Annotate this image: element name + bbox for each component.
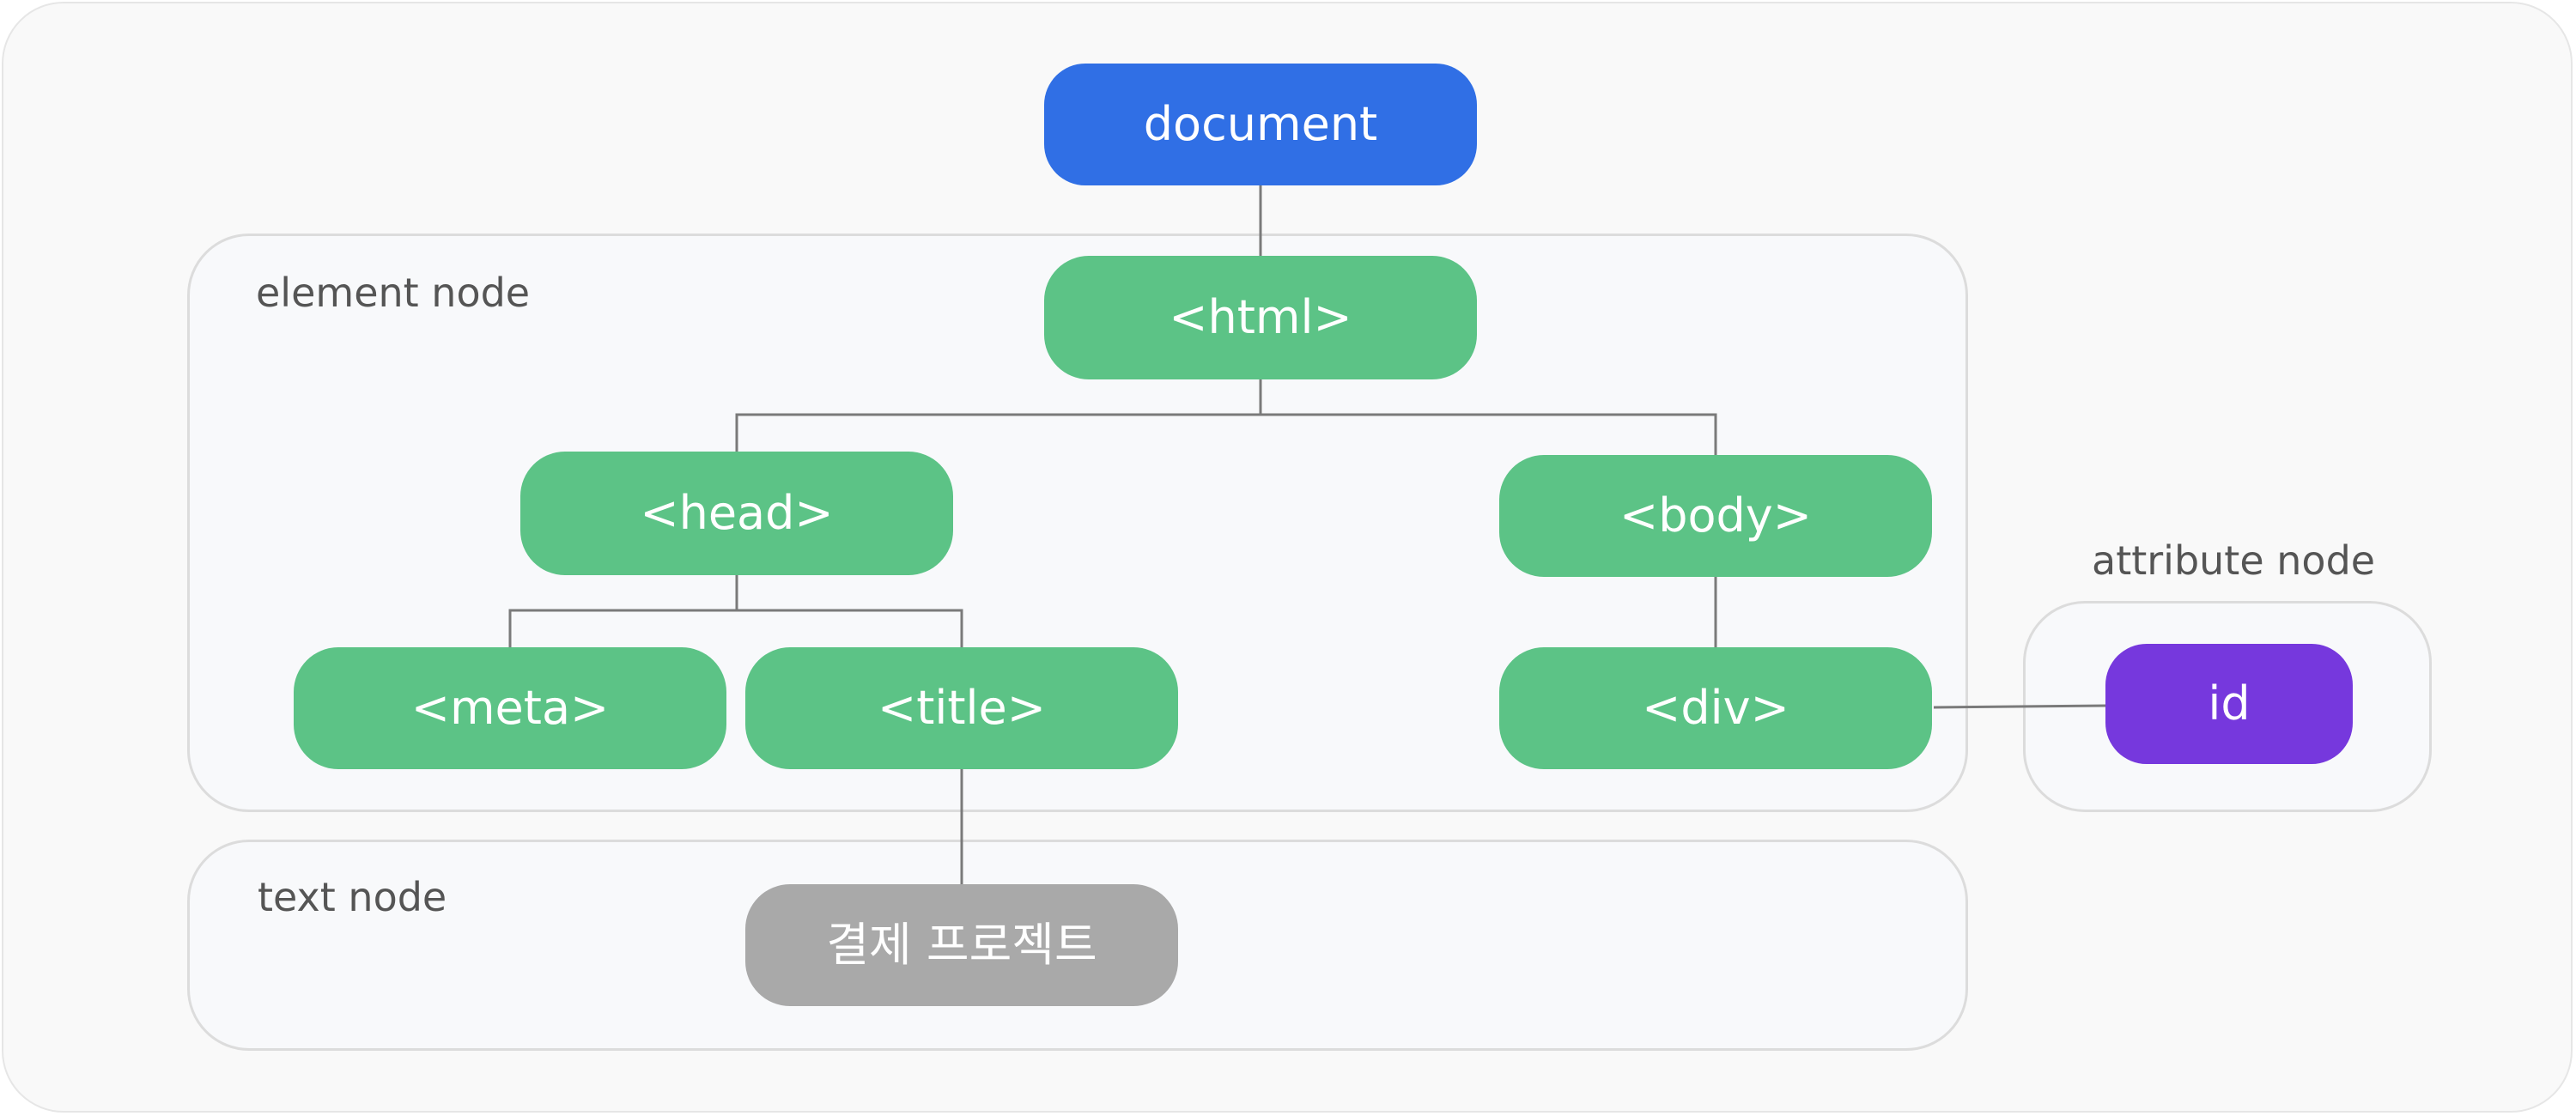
text-content-node: 결제 프로젝트 xyxy=(745,884,1178,1006)
head-node: <head> xyxy=(520,452,953,575)
title-node: <title> xyxy=(745,647,1178,769)
div-node: <div> xyxy=(1499,647,1932,769)
attribute-node-group-label: attribute node xyxy=(2092,537,2376,584)
edge-html-head xyxy=(735,379,1262,452)
id-attribute-node: id xyxy=(2105,644,2353,764)
text-node-group-label: text node xyxy=(258,874,447,920)
body-node: <body> xyxy=(1499,455,1932,577)
meta-node: <meta> xyxy=(294,647,726,769)
html-node: <html> xyxy=(1044,256,1477,379)
edge-div-id xyxy=(1933,704,2108,709)
document-node: document xyxy=(1044,64,1477,185)
element-node-group-label: element node xyxy=(256,270,531,316)
edge-head-title xyxy=(737,609,963,647)
edge-head-meta xyxy=(508,575,738,647)
edge-html-body xyxy=(1261,413,1717,455)
